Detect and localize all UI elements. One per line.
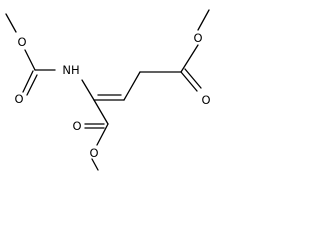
- bond-carbamate-c-o-double-b: [26, 74, 38, 96]
- atom-oxygen-bottom-left: O: [72, 119, 81, 133]
- bond-c-alpha-ester-c-lower: [93, 99, 109, 125]
- bond-ester-c-o-double-a: [180, 71, 198, 92]
- bond-o-bottom-ch3: [91, 158, 99, 171]
- atom-oxygen-right: O: [201, 93, 210, 107]
- bond-ester-c-lower-o-single: [96, 123, 109, 146]
- atom-oxygen-top-left: O: [17, 35, 26, 49]
- bond-ester-c-o-double-b: [184, 68, 202, 89]
- bond-o-upper-ch3: [197, 9, 210, 31]
- atom-nitrogen-nh: NH: [62, 63, 79, 77]
- bond-ester-c-o-upper: [180, 44, 199, 73]
- chemical-structure: O NH O O O O O: [5, 9, 211, 171]
- bond-n-c-alpha: [81, 79, 95, 101]
- bond-carbamate-c-o-double-a: [22, 70, 34, 93]
- atom-labels: O NH O O O O O: [14, 31, 210, 160]
- bond-ch3-o-top-left: [5, 13, 17, 33]
- bond-o-top-left-carbamate-c: [24, 49, 36, 71]
- atom-oxygen-bottom: O: [89, 146, 98, 160]
- atom-oxygen-top-right: O: [193, 31, 202, 45]
- bond-c-beta-ch2: [123, 71, 141, 101]
- bonds: [5, 9, 210, 171]
- atom-oxygen-carbamate-left: O: [14, 92, 23, 106]
